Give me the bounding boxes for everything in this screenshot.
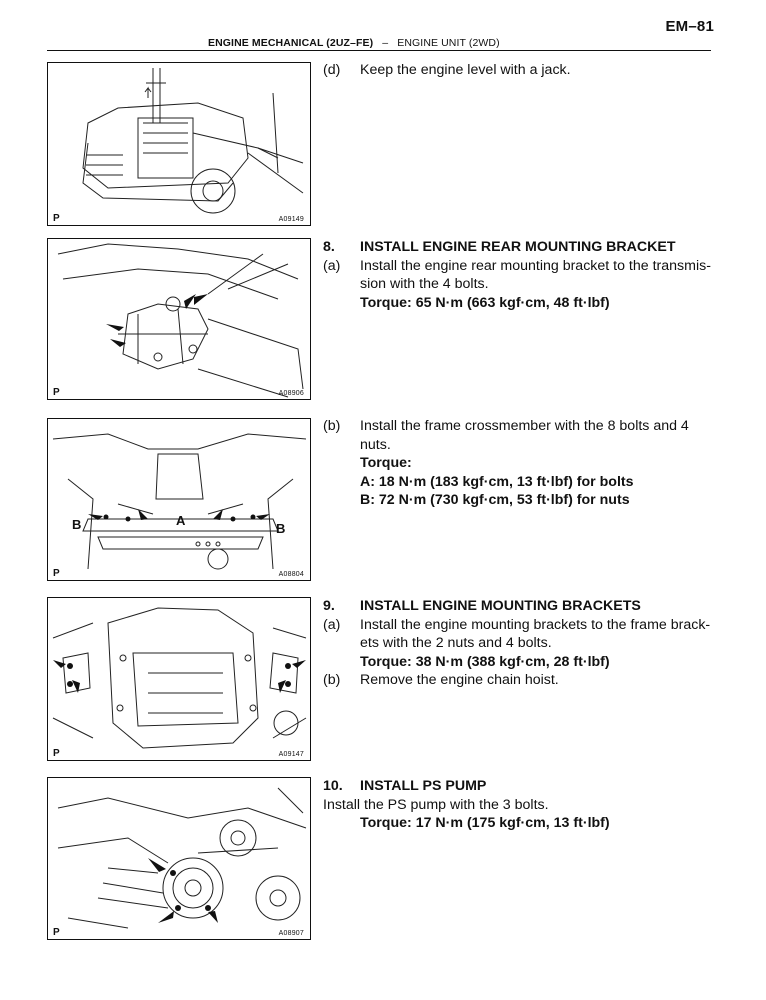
callout-a: A bbox=[176, 513, 186, 528]
torque-spec-b: B: 72 N·m (730 kgf·cm, 53 ft·lbf) for nu… bbox=[360, 492, 630, 508]
figure-ps-pump: P A08907 bbox=[47, 777, 311, 940]
figure-engine-hoist: P A09149 bbox=[47, 62, 311, 226]
substep-tag: (b) bbox=[323, 418, 341, 434]
step-number: 10. bbox=[323, 778, 343, 794]
engine-hoist-illustration bbox=[82, 68, 304, 214]
step-d-block: (d) Keep the engine level with a jack. bbox=[323, 61, 723, 80]
substep-tag: (b) bbox=[323, 672, 341, 688]
step-text: Keep the engine level with a jack. bbox=[360, 62, 571, 78]
step-8b-block: (b) Install the frame crossmember with t… bbox=[323, 417, 723, 510]
step-tag: (d) bbox=[323, 62, 341, 78]
substep-text: Install the engine mounting brackets to … bbox=[360, 616, 711, 652]
figure-engine-mounting-brackets: P A09147 bbox=[47, 597, 311, 761]
step-title: INSTALL PS PUMP bbox=[360, 778, 487, 794]
subsection-title: ENGINE UNIT (2WD) bbox=[397, 37, 500, 49]
page-number: EM–81 bbox=[665, 18, 714, 35]
step-title: INSTALL ENGINE MOUNTING BRACKETS bbox=[360, 598, 641, 614]
mounting-brackets-illustration bbox=[52, 607, 307, 749]
callout-b-right: B bbox=[276, 521, 286, 536]
step-9a-row: (a) Install the engine mounting brackets… bbox=[323, 616, 723, 653]
step-8b-row: (b) Install the frame crossmember with t… bbox=[323, 417, 723, 454]
substep-text: Remove the engine chain hoist. bbox=[360, 672, 559, 688]
figure-code: A08907 bbox=[278, 930, 304, 937]
torque-spec: Torque: 38 N·m (388 kgf·cm, 28 ft·lbf) bbox=[360, 653, 610, 670]
figure-p-marker: P bbox=[53, 213, 60, 224]
figure-p-marker: P bbox=[53, 568, 60, 579]
section-title: ENGINE MECHANICAL (2UZ–FE) bbox=[208, 37, 374, 49]
figure-p-marker: P bbox=[53, 748, 60, 759]
step-9b-row: (b) Remove the engine chain hoist. bbox=[323, 671, 723, 690]
figure-rear-mounting-bracket: P A08906 bbox=[47, 238, 311, 400]
step-number: 9. bbox=[323, 598, 335, 614]
substep-text: Install the engine rear mounting bracket… bbox=[360, 257, 711, 293]
torque-spec: Torque: 65 N·m (663 kgf·cm, 48 ft·lbf) bbox=[360, 294, 610, 311]
step-9-heading: 9. INSTALL ENGINE MOUNTING BRACKETS bbox=[323, 597, 723, 616]
substep-tag: (a) bbox=[323, 257, 341, 274]
running-header: ENGINE MECHANICAL (2UZ–FE) – ENGINE UNIT… bbox=[208, 37, 500, 49]
step-8-heading: 8. INSTALL ENGINE REAR MOUNTING BRACKET bbox=[323, 238, 723, 257]
ps-pump-illustration bbox=[57, 787, 307, 929]
step-title: INSTALL ENGINE REAR MOUNTING BRACKET bbox=[360, 239, 676, 255]
crossmember-illustration bbox=[52, 433, 307, 570]
figure-code: A08804 bbox=[278, 571, 304, 578]
step-number: 8. bbox=[323, 239, 335, 255]
step-8-block: 8. INSTALL ENGINE REAR MOUNTING BRACKET … bbox=[323, 238, 723, 312]
substep-tag: (a) bbox=[323, 616, 341, 633]
step-row: (d) Keep the engine level with a jack. bbox=[323, 61, 723, 80]
header-rule bbox=[47, 50, 711, 51]
torque-spec: Torque: 17 N·m (175 kgf·cm, 13 ft·lbf) bbox=[360, 815, 610, 831]
figure-frame-crossmember: B A B P A08804 bbox=[47, 418, 311, 581]
callout-b-left: B bbox=[72, 517, 82, 532]
torque-label: Torque: bbox=[360, 455, 412, 471]
step-8a-row: (a) Install the engine rear mounting bra… bbox=[323, 257, 723, 294]
torque-spec-a: A: 18 N·m (183 kgf·cm, 13 ft·lbf) for bo… bbox=[360, 473, 634, 490]
figure-code: A08906 bbox=[278, 390, 304, 397]
figure-code: A09149 bbox=[278, 216, 304, 223]
figure-p-marker: P bbox=[53, 387, 60, 398]
step-10-block: 10. INSTALL PS PUMP Install the PS pump … bbox=[323, 777, 723, 833]
step-text: Install the PS pump with the 3 bolts. bbox=[323, 796, 549, 813]
figure-code: A09147 bbox=[278, 751, 304, 758]
step-9-block: 9. INSTALL ENGINE MOUNTING BRACKETS (a) … bbox=[323, 597, 723, 690]
step-10-heading: 10. INSTALL PS PUMP bbox=[323, 777, 723, 796]
rear-bracket-illustration bbox=[57, 243, 304, 398]
header-separator: – bbox=[382, 37, 389, 49]
figure-p-marker: P bbox=[53, 927, 60, 938]
substep-text: Install the frame crossmember with the 8… bbox=[360, 418, 689, 453]
